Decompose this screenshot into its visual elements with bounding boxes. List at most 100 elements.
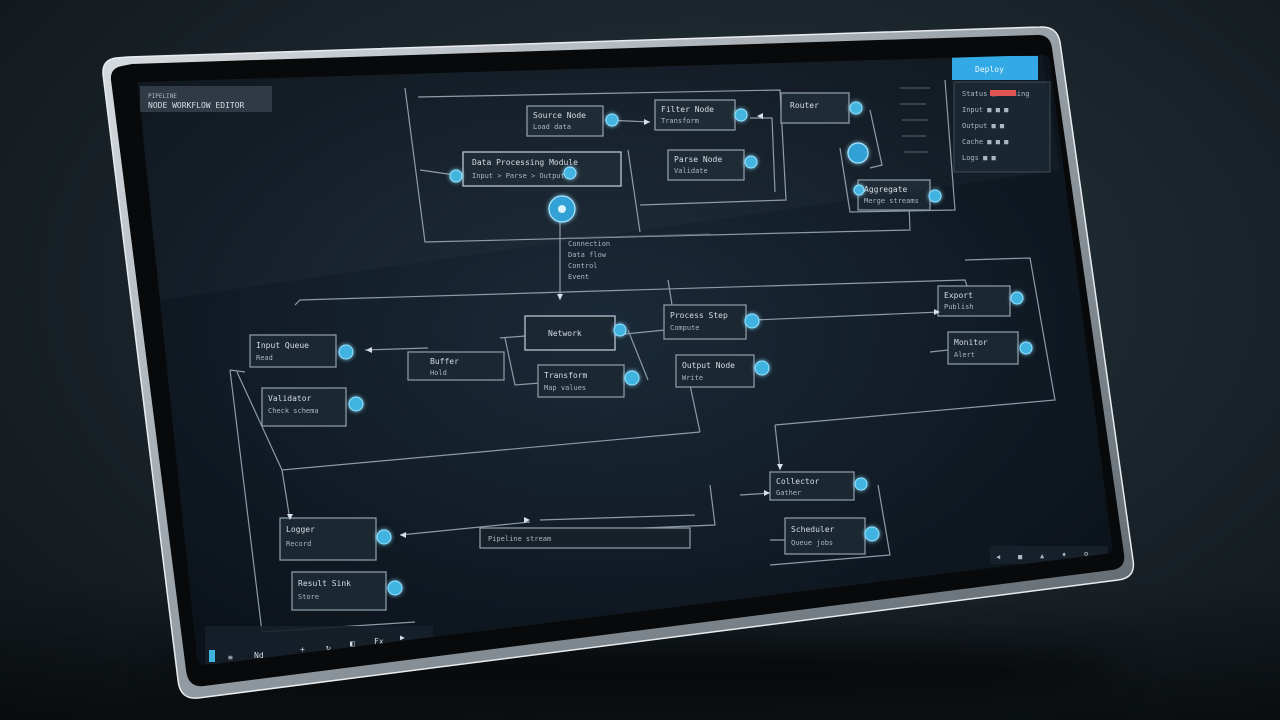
- toolbar-button[interactable]: ≡: [228, 653, 233, 662]
- port-icon: [338, 344, 354, 360]
- toolbar-button[interactable]: ↻: [326, 643, 331, 652]
- svg-text:Map values: Map values: [544, 384, 586, 392]
- svg-text:Validator: Validator: [268, 394, 312, 403]
- mini-list: [900, 87, 930, 153]
- arrow-icons: [287, 113, 940, 538]
- node-result-sink[interactable]: Result Sink Store: [291, 571, 403, 611]
- svg-text:Data Processing Module: Data Processing Module: [472, 158, 578, 167]
- header-subtitle: PIPELINE: [148, 93, 177, 100]
- svg-text:Export: Export: [944, 291, 973, 300]
- status-icon: ▲: [1040, 552, 1045, 560]
- header-title: NODE WORKFLOW EDITOR: [148, 101, 245, 110]
- svg-text:Parse Node: Parse Node: [674, 155, 722, 164]
- node-buffer[interactable]: Buffer Hold: [407, 351, 505, 381]
- svg-text:Result Sink: Result Sink: [298, 579, 351, 588]
- node-export[interactable]: Export Publish: [937, 285, 1024, 317]
- svg-text:Monitor: Monitor: [954, 338, 988, 347]
- side-panel: [953, 81, 1051, 173]
- node-parse[interactable]: Parse Node Validate: [667, 149, 758, 181]
- port-icon: [624, 370, 640, 386]
- svg-text:Aggregate: Aggregate: [864, 185, 908, 194]
- port-icon: [849, 101, 863, 115]
- svg-text:Buffer: Buffer: [430, 357, 459, 366]
- svg-text:Check schema: Check schema: [268, 407, 319, 415]
- svg-text:Collector: Collector: [776, 477, 820, 486]
- svg-text:Record: Record: [286, 540, 311, 548]
- svg-text:Network: Network: [548, 329, 582, 338]
- svg-text:Data flow: Data flow: [568, 251, 607, 259]
- panel-row: Input ■ ■ ■: [962, 106, 1009, 114]
- toolbar-button[interactable]: Fx: [374, 637, 384, 646]
- port-icon: [744, 155, 758, 169]
- svg-text:Read: Read: [256, 354, 273, 362]
- deploy-button[interactable]: [952, 56, 1038, 80]
- panel-row: Output ■ ■: [962, 122, 1005, 130]
- svg-text:Load data: Load data: [533, 123, 571, 131]
- svg-text:Input Queue: Input Queue: [256, 341, 309, 350]
- svg-text:Filter Node: Filter Node: [661, 105, 714, 114]
- svg-text:Connection: Connection: [568, 240, 610, 248]
- node-transform[interactable]: Transform Map values: [537, 364, 640, 398]
- node-processing-module[interactable]: Data Processing Module Input > Parse > O…: [449, 151, 622, 187]
- port-icon: [864, 526, 880, 542]
- panel-row: Logs ■ ■: [962, 154, 997, 162]
- svg-text:Pipeline stream: Pipeline stream: [488, 535, 551, 543]
- svg-text:Transform: Transform: [661, 117, 699, 125]
- svg-text:Queue jobs: Queue jobs: [791, 539, 833, 547]
- legend: Connection Data flow Control Event: [568, 240, 610, 281]
- node-validator[interactable]: Validator Check schema: [261, 387, 364, 427]
- node-process-step[interactable]: Process Step Compute: [663, 304, 760, 340]
- node-network[interactable]: Network: [524, 315, 627, 351]
- port-icon: [744, 313, 760, 329]
- port-icon: [1019, 341, 1033, 355]
- svg-text:Logger: Logger: [286, 525, 315, 534]
- node-router[interactable]: Router: [780, 92, 863, 124]
- node-aggregate[interactable]: Aggregate Merge streams: [853, 179, 942, 211]
- port-icon: [734, 108, 748, 122]
- svg-text:Output Node: Output Node: [682, 361, 735, 370]
- panel-row: Cache ■ ■ ■: [962, 138, 1009, 146]
- hub-node[interactable]: [847, 142, 869, 164]
- svg-text:Validate: Validate: [674, 167, 708, 175]
- node-source[interactable]: Source Node Load data: [526, 105, 619, 137]
- port-icon: [928, 189, 942, 203]
- node-input-queue[interactable]: Input Queue Read: [249, 334, 354, 368]
- status-icon: ◀: [996, 553, 1001, 561]
- node-output[interactable]: Output Node Write: [675, 354, 770, 388]
- svg-text:Process Step: Process Step: [670, 311, 728, 320]
- toolbar-button[interactable]: +: [300, 645, 305, 654]
- toolbar-button[interactable]: Nd: [254, 651, 264, 660]
- deploy-button-label: Deploy: [975, 65, 1004, 74]
- port-icon: [605, 113, 619, 127]
- svg-text:Input > Parse > Output: Input > Parse > Output: [472, 172, 565, 180]
- port-icon: [853, 184, 865, 196]
- status-icon: ⚙: [1084, 550, 1089, 558]
- port-icon: [376, 529, 392, 545]
- svg-text:Compute: Compute: [670, 324, 700, 332]
- svg-text:Control: Control: [568, 262, 598, 270]
- toolbar-button[interactable]: ▶: [400, 633, 405, 642]
- status-icon: ■: [1018, 553, 1023, 561]
- svg-text:Store: Store: [298, 593, 319, 601]
- node-pipeline-stream[interactable]: Pipeline stream: [479, 527, 691, 549]
- svg-text:Publish: Publish: [944, 303, 974, 311]
- svg-text:Router: Router: [790, 101, 819, 110]
- hub-node[interactable]: [548, 195, 576, 223]
- status-icon: ♦: [1062, 551, 1066, 559]
- port-icon: [563, 166, 577, 180]
- node-logger[interactable]: Logger Record: [279, 517, 392, 561]
- svg-text:Event: Event: [568, 273, 589, 281]
- port-icon: [613, 323, 627, 337]
- node-monitor[interactable]: Monitor Alert: [947, 331, 1033, 365]
- node-filter[interactable]: Filter Node Transform: [654, 99, 748, 131]
- svg-text:Write: Write: [682, 374, 703, 382]
- node-collector[interactable]: Collector Gather: [769, 471, 868, 501]
- header-panel: [140, 86, 272, 112]
- svg-text:Hold: Hold: [430, 369, 447, 377]
- port-icon: [449, 169, 463, 183]
- toolbar-button[interactable]: ◧: [350, 639, 355, 648]
- svg-text:Gather: Gather: [776, 489, 801, 497]
- port-icon: [1010, 291, 1024, 305]
- node-scheduler[interactable]: Scheduler Queue jobs: [784, 517, 880, 555]
